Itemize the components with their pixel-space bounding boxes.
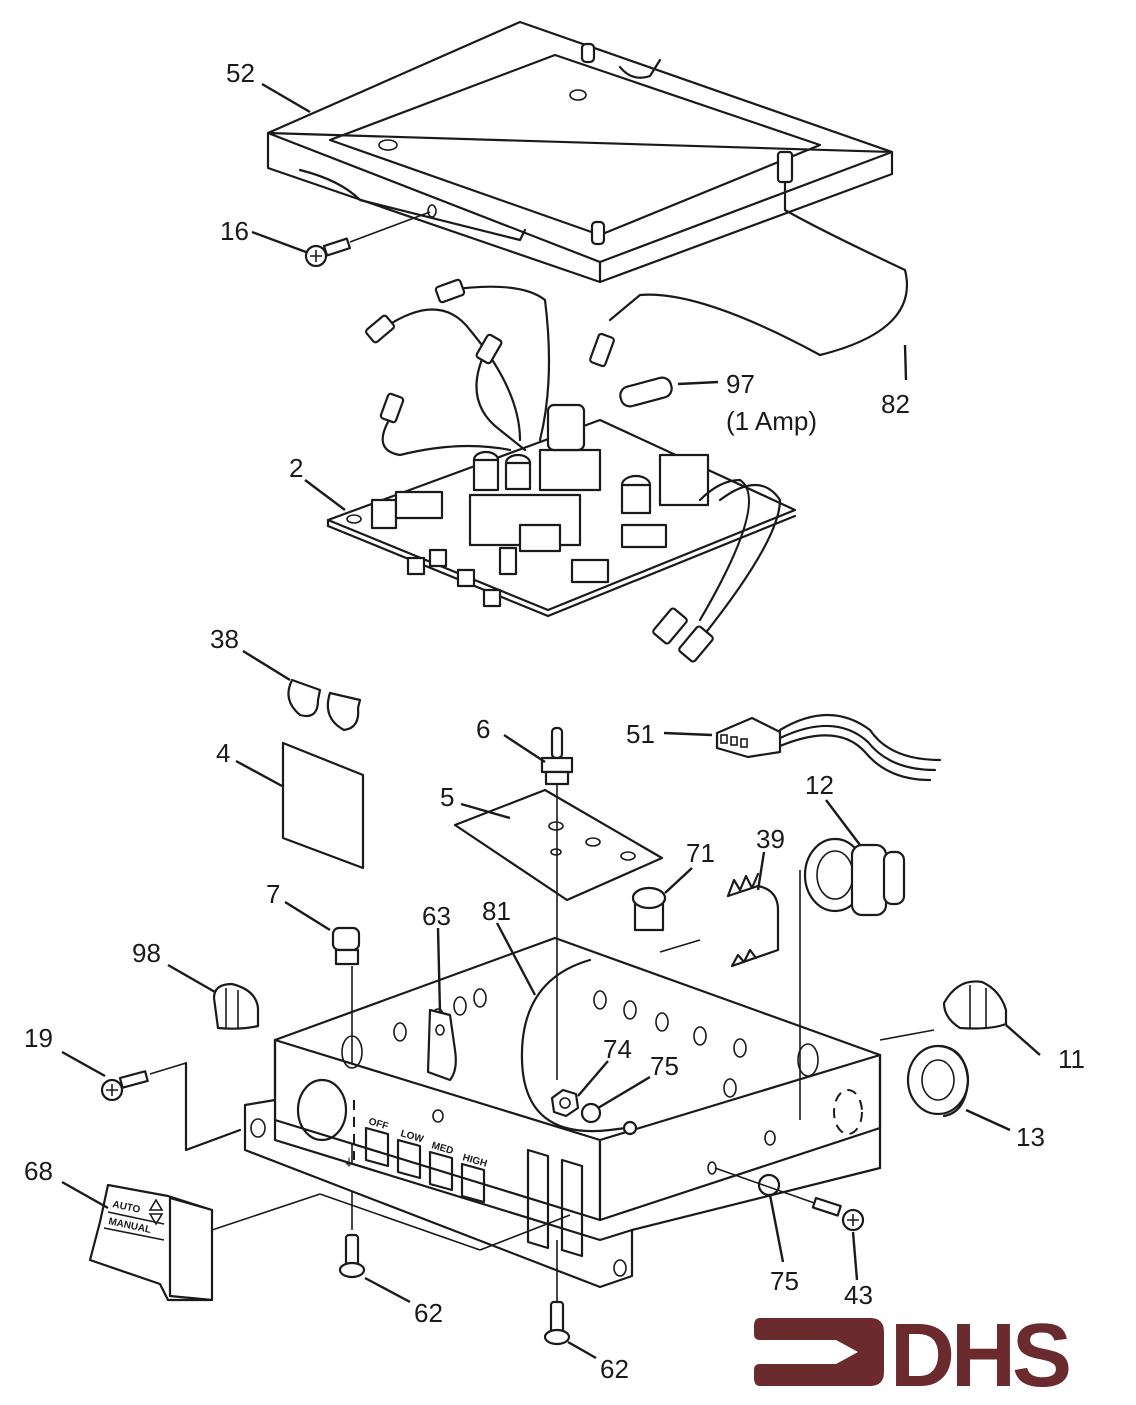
leader-lines: [61, 82, 1041, 1360]
callout-97: 97: [726, 369, 755, 399]
callout-63: 63: [422, 901, 451, 931]
callout-6: 6: [476, 714, 490, 744]
callout-12: 12: [805, 770, 834, 800]
panel-button-low: [396, 1138, 422, 1180]
fuse-part: [619, 376, 719, 408]
label-plate: [281, 741, 365, 870]
logo-arrow-icon: [754, 1318, 884, 1386]
callout-2: 2: [289, 453, 303, 483]
callout-98: 98: [132, 938, 161, 968]
mounting-screw: [100, 1062, 187, 1102]
callout-4: 4: [216, 738, 230, 768]
callout-68: 68: [24, 1156, 53, 1186]
callout-52: 52: [226, 58, 255, 88]
grommet-right-part: [942, 980, 1008, 1030]
callout-51: 51: [626, 719, 655, 749]
clips-part: [287, 678, 362, 732]
ground-symbol-icon: ⏚: [344, 1157, 354, 1169]
nut-part: [550, 1088, 580, 1118]
cover-screw: [304, 211, 431, 268]
callout-38: 38: [210, 624, 239, 654]
ground-screw: [811, 1196, 865, 1232]
callout-19: 19: [24, 1023, 53, 1053]
heat-sink-clip: [726, 872, 780, 968]
grommet-left-part: [212, 982, 260, 1030]
board-wires: [365, 278, 782, 663]
callout-75-upper: 75: [650, 1051, 679, 1081]
callout-13: 13: [1016, 1122, 1045, 1152]
callout-74: 74: [603, 1034, 632, 1064]
callout-5: 5: [440, 782, 454, 812]
ground-wire: [589, 150, 908, 368]
jumper-wire: [520, 958, 628, 1133]
lock-washer-upper: [580, 1102, 602, 1124]
callout-71: 71: [686, 838, 715, 868]
harness-part: [715, 714, 942, 782]
base-screw-right: [543, 1240, 571, 1346]
panel-button-high: [460, 1162, 486, 1204]
callout-39: 39: [756, 824, 785, 854]
callout-11: 11: [1058, 1044, 1085, 1074]
chassis-box: [184, 870, 935, 1289]
wire-ring-terminal: [622, 1120, 638, 1136]
callout-16: 16: [220, 216, 249, 246]
callout-82: 82: [881, 389, 910, 419]
circuit-board-part: [326, 403, 797, 618]
callout-7: 7: [266, 879, 280, 909]
callout-62-right: 62: [600, 1354, 629, 1384]
panel-button-med: [428, 1150, 454, 1192]
strain-relief-fitting: [803, 837, 906, 917]
rocker-switch-part: AUTO MANUAL: [88, 1183, 571, 1302]
callout-labels: 52 16 82 97 (1 Amp) 2 38 4 6 51 5 12 71 …: [24, 58, 1085, 1384]
callout-75-lower: 75: [770, 1266, 799, 1296]
clip-bracket-part: [426, 1008, 457, 1082]
callout-97-note: (1 Amp): [726, 406, 817, 436]
cover-part: [266, 20, 894, 284]
lock-nut-part: [906, 1044, 970, 1118]
lock-washer-lower: [757, 1173, 781, 1197]
panel-button-off: [364, 1126, 390, 1168]
callout-81: 81: [482, 896, 511, 926]
callout-62-left: 62: [414, 1298, 443, 1328]
logo-text: DHS: [890, 1306, 1069, 1405]
panel-label-off: OFF: [367, 1116, 389, 1132]
callout-43: 43: [844, 1280, 873, 1310]
base-screw-left: [338, 1233, 366, 1279]
bushing-part: [631, 886, 667, 932]
dhs-logo: DHS: [754, 1306, 1073, 1405]
standoff-part: [540, 726, 574, 786]
